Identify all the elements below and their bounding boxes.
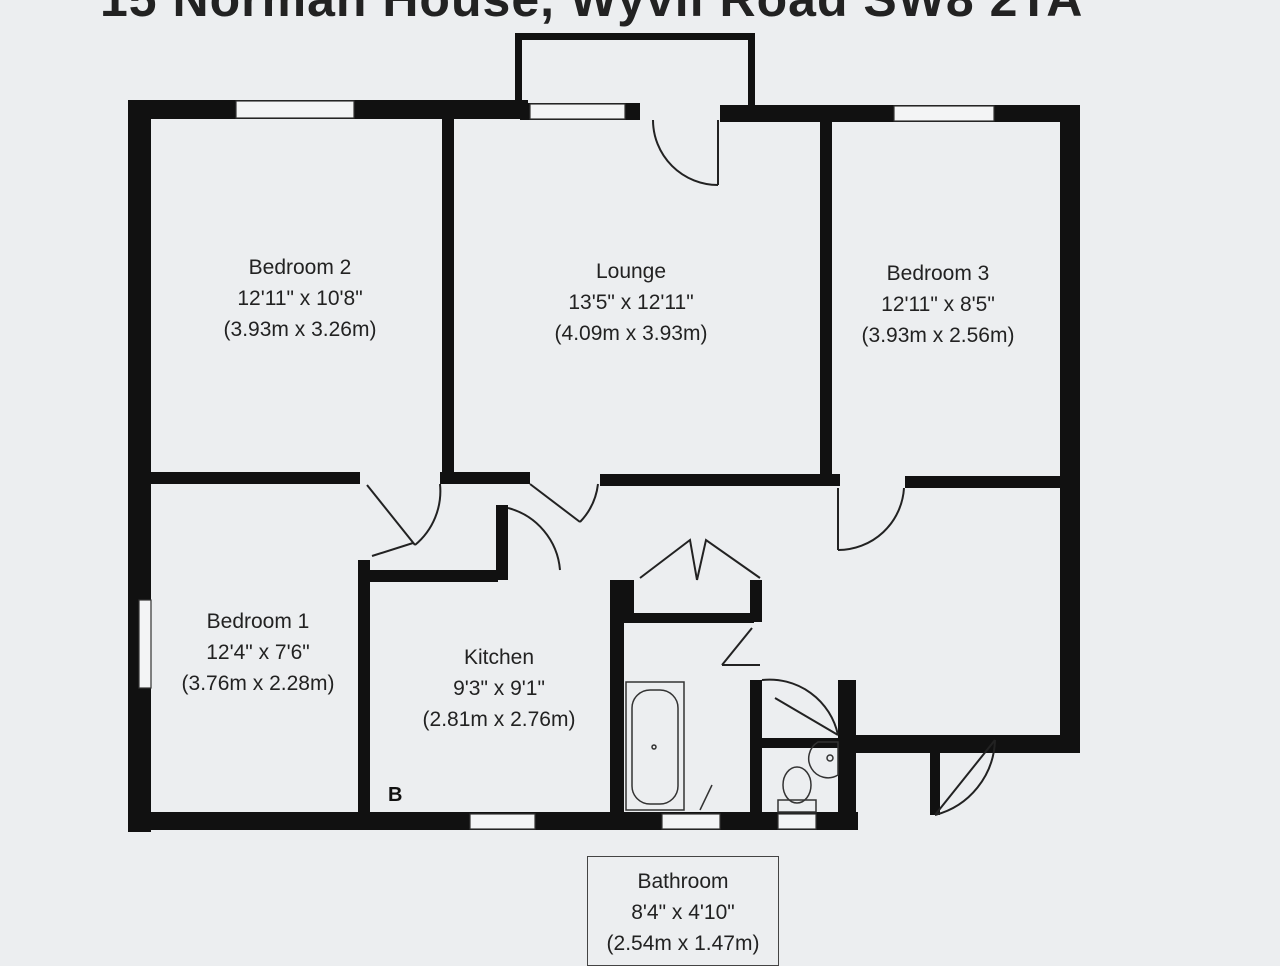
room-name: Kitchen [463,646,535,669]
room-size-metric: (2.54m x 1.47m) [606,932,760,955]
balcony-outline [515,33,755,105]
room-label-bedroom-1: Bedroom 1 12'4" x 7'6" (3.76m x 2.28m) [182,606,335,699]
exterior-walls [128,100,1080,832]
room-size-imperial: 12'4" x 7'6" [206,641,310,664]
boiler-marker: B [388,784,403,806]
room-size-metric: (3.93m x 2.56m) [861,324,1015,347]
room-size-metric: (4.09m x 3.93m) [554,322,708,345]
windows [138,100,995,830]
room-size-metric: (3.76m x 2.28m) [181,672,335,695]
room-label-lounge: Lounge 13'5" x 12'11" (4.09m x 3.93m) [555,256,708,349]
drain-marker [699,784,713,811]
room-label-bathroom: Bathroom 8'4" x 4'10" (2.54m x 1.47m) [607,866,760,959]
room-name: Bedroom 3 [886,262,990,285]
toilet [777,766,817,813]
room-label-kitchen: Kitchen 9'3" x 9'1" (2.81m x 2.76m) [423,642,576,735]
room-size-metric: (3.93m x 3.26m) [223,318,377,341]
room-name: Bathroom [637,870,729,893]
room-label-bedroom-3: Bedroom 3 12'11" x 8'5" (3.93m x 2.56m) [862,258,1015,351]
room-name: Lounge [595,260,667,283]
bathtub [625,681,685,811]
room-label-bedroom-2: Bedroom 2 12'11" x 10'8" (3.93m x 3.26m) [224,252,377,345]
address-title: 15 Norman House, Wyvil Road SW8 2TA [100,0,1083,28]
room-size-metric: (2.81m x 2.76m) [422,708,576,731]
washbasin [808,741,839,779]
interior-walls [150,115,1065,820]
room-size-imperial: 13'5" x 12'11" [568,291,694,314]
room-size-imperial: 9'3" x 9'1" [453,677,545,700]
room-name: Bedroom 1 [206,610,310,633]
room-size-imperial: 8'4" x 4'10" [631,901,735,924]
room-size-imperial: 12'11" x 10'8" [237,287,363,310]
room-name: Bedroom 2 [248,256,352,279]
door-swings [366,119,996,816]
room-size-imperial: 12'11" x 8'5" [881,293,995,316]
